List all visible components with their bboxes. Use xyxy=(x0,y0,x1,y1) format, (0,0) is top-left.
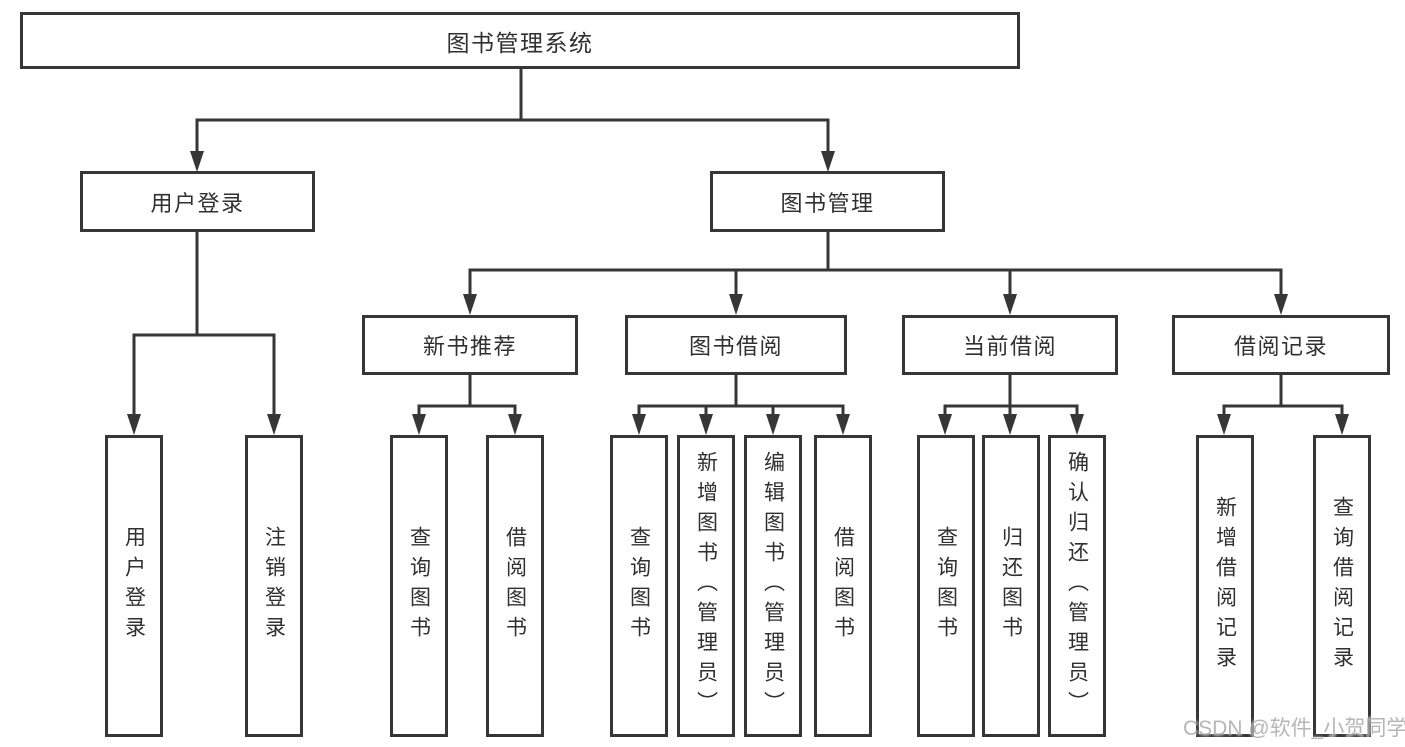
leaf-query-books-recommend-label: 查询图书 xyxy=(407,526,431,646)
leaf-return-books: 归还图书 xyxy=(982,435,1040,737)
leaf-edit-books-admin-label: 编辑图书（管理员） xyxy=(761,451,785,721)
leaf-borrow-books: 借阅图书 xyxy=(814,435,872,737)
node-book-borrow-label: 图书借阅 xyxy=(688,334,783,359)
node-user-login-label: 用户登录 xyxy=(150,190,245,216)
node-book-management: 图书管理 xyxy=(710,171,945,232)
node-user-login: 用户登录 xyxy=(80,171,315,232)
leaf-logout: 注销登录 xyxy=(245,435,303,737)
node-root-system: 图书管理系统 xyxy=(20,12,1020,69)
connector-borrow-records-to-leaves xyxy=(1217,375,1349,435)
connector-root-to-level2 xyxy=(190,67,835,172)
leaf-borrow-books-label: 借阅图书 xyxy=(831,526,855,646)
node-book-management-label: 图书管理 xyxy=(780,190,875,216)
connector-current-borrow-to-leaves xyxy=(938,375,1084,435)
leaf-query-borrow-record-label: 查询借阅记录 xyxy=(1330,496,1354,676)
leaf-logout-label: 注销登录 xyxy=(262,526,286,646)
connector-user-login-to-leaves xyxy=(127,232,281,435)
leaf-return-books-label: 归还图书 xyxy=(999,526,1023,646)
leaf-query-borrow-record: 查询借阅记录 xyxy=(1313,435,1371,737)
leaf-add-borrow-record: 新增借阅记录 xyxy=(1196,435,1254,737)
node-new-book-recommend: 新书推荐 xyxy=(362,315,578,375)
connector-book-borrow-to-leaves xyxy=(632,375,850,435)
leaf-borrow-books-recommend: 借阅图书 xyxy=(486,435,544,737)
leaf-add-books-admin: 新增图书（管理员） xyxy=(677,435,735,737)
node-book-borrow: 图书借阅 xyxy=(625,315,847,375)
leaf-add-borrow-record-label: 新增借阅记录 xyxy=(1213,496,1237,676)
node-root-label: 图书管理系统 xyxy=(446,29,594,56)
node-current-borrow-label: 当前借阅 xyxy=(962,334,1057,359)
leaf-query-books-recommend: 查询图书 xyxy=(390,435,448,737)
leaf-add-books-admin-label: 新增图书（管理员） xyxy=(694,451,718,721)
leaf-edit-books-admin: 编辑图书（管理员） xyxy=(744,435,802,737)
leaf-user-login-label: 用户登录 xyxy=(122,526,146,646)
node-current-borrow: 当前借阅 xyxy=(902,315,1118,375)
leaf-query-books-borrow-label: 查询图书 xyxy=(627,526,651,646)
leaf-borrow-books-recommend-label: 借阅图书 xyxy=(503,526,527,646)
leaf-confirm-return-admin-label: 确认归还（管理员） xyxy=(1065,451,1089,721)
node-borrow-records-label: 借阅记录 xyxy=(1233,334,1328,359)
leaf-user-login: 用户登录 xyxy=(105,435,163,737)
leaf-query-books-current-label: 查询图书 xyxy=(934,526,958,646)
leaf-query-books-borrow: 查询图书 xyxy=(610,435,668,737)
leaf-confirm-return-admin: 确认归还（管理员） xyxy=(1048,435,1106,737)
leaf-query-books-current: 查询图书 xyxy=(917,435,975,737)
node-borrow-records: 借阅记录 xyxy=(1172,315,1390,375)
connector-new-book-recommend-to-leaves xyxy=(412,375,522,435)
connector-book-management-to-level3 xyxy=(463,232,1288,315)
node-new-book-recommend-label: 新书推荐 xyxy=(422,334,517,359)
